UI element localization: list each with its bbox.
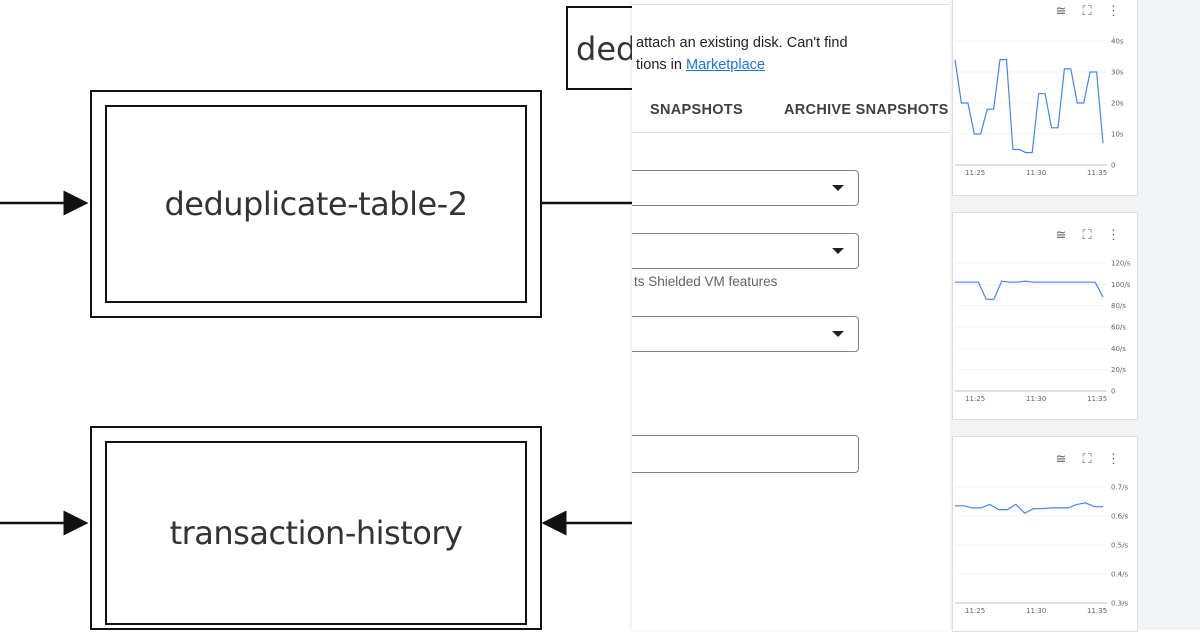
x-tick-label: 11:35 (1087, 169, 1107, 177)
card-toolbar: ≅ ⛶ ⋮ (1055, 3, 1120, 19)
help-line-1: attach an existing disk. Can't find (636, 35, 848, 51)
y-tick-label: 0.5/s (1111, 542, 1128, 550)
series-line (955, 502, 1103, 514)
node-transaction-history-outer[interactable]: transaction-history (90, 426, 542, 630)
metric-card-3: ≅ ⛶ ⋮ 0.3/s 0.4/s 0.5/s 0.6/s 0.7/s 11:25 11:3… (952, 436, 1138, 632)
fullscreen-icon[interactable]: ⛶ (1082, 3, 1092, 18)
y-tick-label: 40/s (1111, 345, 1126, 353)
y-tick-label: 20/s (1111, 366, 1126, 374)
legend-toggle-icon[interactable]: ≅ (1055, 227, 1067, 242)
help-line-2: tions in Marketplace (636, 54, 936, 76)
y-tick-label: 80/s (1111, 302, 1126, 310)
x-tick-label: 11:35 (1087, 395, 1107, 403)
x-tick-label: 11:30 (1026, 169, 1046, 177)
node-transaction-history-label: transaction-history (105, 441, 527, 625)
y-tick-label: 60/s (1111, 324, 1126, 332)
dialog-divider (632, 4, 950, 5)
more-vert-icon[interactable]: ⋮ (1107, 3, 1120, 18)
y-tick-label: 0.3/s (1111, 600, 1128, 608)
diagram-connectors (0, 190, 632, 536)
tab-snapshots[interactable]: SNAPSHOTS (650, 102, 743, 118)
series-line (955, 280, 1104, 300)
x-tick-label: 11:25 (965, 169, 985, 177)
y-tick-label: 10s (1111, 131, 1124, 139)
text-input-field[interactable] (632, 435, 859, 473)
y-tick-label: 120/s (1111, 260, 1131, 268)
chart-3: 0.3/s 0.4/s 0.5/s 0.6/s 0.7/s 11:25 11:30 11:35 (955, 484, 1128, 615)
y-tick-label: 40s (1111, 38, 1124, 46)
chart-1: 0 10s 20s 30s 40s 11:25 11:30 11:35 (954, 38, 1124, 177)
pipeline-diagram: deduplicate-table-2 transaction-history … (0, 6, 632, 630)
y-tick-label: 0.4/s (1111, 571, 1128, 579)
y-tick-label: 0.7/s (1111, 484, 1128, 492)
marketplace-link[interactable]: Marketplace (685, 57, 765, 73)
metric-card-1: ≅ ⛶ ⋮ 0 10s 20s 30s 40s 11:25 11:30 11:35 (952, 0, 1138, 196)
x-tick-label: 11:30 (1026, 395, 1046, 403)
more-vert-icon[interactable]: ⋮ (1107, 451, 1120, 466)
select-dropdown-2[interactable] (632, 233, 859, 269)
y-tick-label: 30s (1111, 69, 1124, 77)
node-deduplicate-outer[interactable]: deduplicate-table-2 (90, 90, 542, 318)
fullscreen-icon[interactable]: ⛶ (1082, 451, 1092, 466)
help-line-2-prefix: tions in (636, 57, 686, 73)
x-tick-label: 11:25 (965, 607, 985, 615)
chevron-down-icon (832, 185, 844, 191)
chevron-down-icon (832, 331, 844, 337)
chevron-down-icon (832, 248, 844, 254)
x-tick-label: 11:30 (1026, 607, 1046, 615)
chart-2: 0 20/s 40/s 60/s 80/s 100/s 120/s 11:25 11:30 11:… (955, 260, 1131, 403)
y-tick-label: 0.6/s (1111, 513, 1128, 521)
more-vert-icon[interactable]: ⋮ (1107, 227, 1120, 242)
y-tick-label: 0 (1111, 388, 1115, 396)
card-toolbar: ≅ ⛶ ⋮ (1055, 451, 1120, 467)
disk-source-tabs: SNAPSHOTS ARCHIVE SNAPSHOTS (632, 92, 950, 133)
legend-toggle-icon[interactable]: ≅ (1055, 451, 1067, 466)
dialog-help-text: attach an existing disk. Can't find tion… (636, 32, 936, 76)
legend-toggle-icon[interactable]: ≅ (1055, 3, 1067, 18)
metric-card-2: ≅ ⛶ ⋮ 0 20/s 40/s 60/s 80/s 100/s 120/s 11:25 11… (952, 212, 1138, 420)
disk-dialog: attach an existing disk. Can't find tion… (632, 0, 950, 630)
series-line (954, 58, 1104, 154)
monitoring-panel: ≅ ⛶ ⋮ 0 10s 20s 30s 40s 11:25 11:30 11:35 ≅ ⛶ ⋮… (950, 0, 1200, 632)
y-tick-label: 0 (1111, 162, 1115, 170)
fullscreen-icon[interactable]: ⛶ (1082, 227, 1092, 242)
y-tick-label: 20s (1111, 100, 1124, 108)
node-deduplicate-label: deduplicate-table-2 (105, 105, 527, 303)
select-dropdown-3[interactable] (632, 316, 859, 352)
x-tick-label: 11:25 (965, 395, 985, 403)
x-tick-label: 11:35 (1087, 607, 1107, 615)
node-partial-ded[interactable]: ded (566, 6, 632, 90)
card-toolbar: ≅ ⛶ ⋮ (1055, 227, 1120, 243)
select-dropdown-1[interactable] (632, 170, 859, 206)
y-tick-label: 100/s (1111, 281, 1131, 289)
tab-archive-snapshots[interactable]: ARCHIVE SNAPSHOTS (784, 102, 949, 118)
shielded-vm-hint: ts Shielded VM features (634, 274, 778, 289)
